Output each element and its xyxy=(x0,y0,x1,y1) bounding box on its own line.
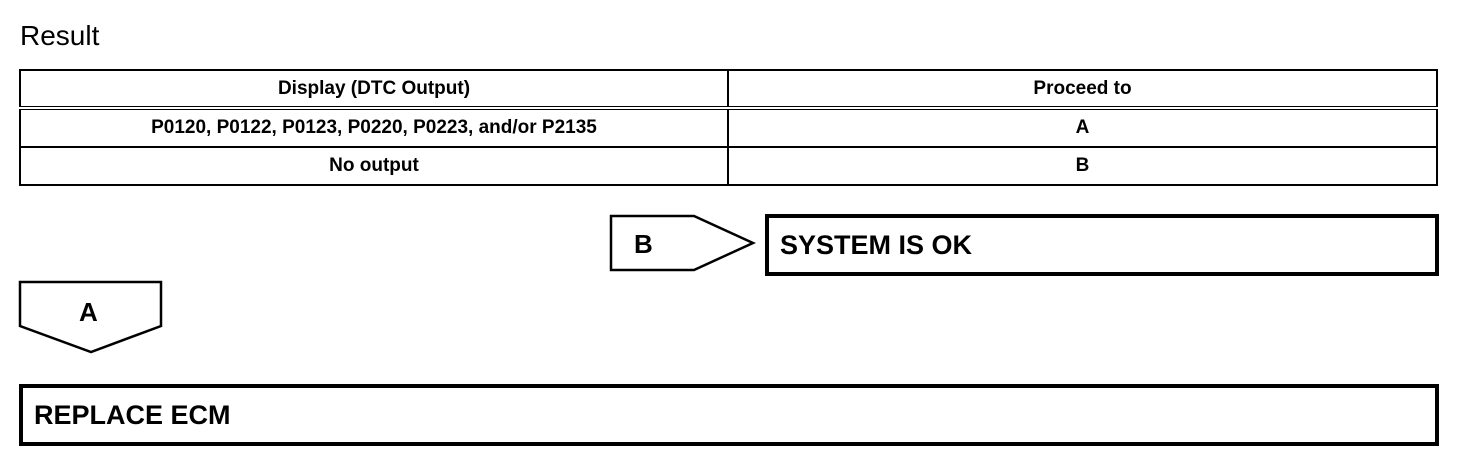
column-header-display: Display (DTC Output) xyxy=(19,69,729,110)
column-header-proceed: Proceed to xyxy=(727,69,1438,110)
branch-a-arrow xyxy=(18,280,163,354)
result-table: Display (DTC Output) Proceed to P0120, P… xyxy=(19,69,1438,186)
table-cell-display: No output xyxy=(19,146,729,186)
table-header-row: Display (DTC Output) Proceed to xyxy=(19,69,1438,110)
table-row: No output B xyxy=(19,146,1438,186)
table-cell-proceed: A xyxy=(727,107,1438,148)
table-cell-display: P0120, P0122, P0123, P0220, P0223, and/o… xyxy=(19,107,729,148)
table-cell-proceed: B xyxy=(727,146,1438,186)
branch-b-label: B xyxy=(634,229,653,259)
result-heading: Result xyxy=(20,20,100,51)
replace-ecm-box: REPLACE ECM xyxy=(19,384,1439,446)
replace-ecm-text: REPLACE ECM xyxy=(34,399,231,430)
system-ok-text: SYSTEM IS OK xyxy=(780,229,973,260)
branch-a-label: A xyxy=(79,297,98,327)
table-row: P0120, P0122, P0123, P0220, P0223, and/o… xyxy=(19,107,1438,148)
system-ok-box: SYSTEM IS OK xyxy=(765,214,1439,276)
branch-b-arrow xyxy=(609,214,757,272)
